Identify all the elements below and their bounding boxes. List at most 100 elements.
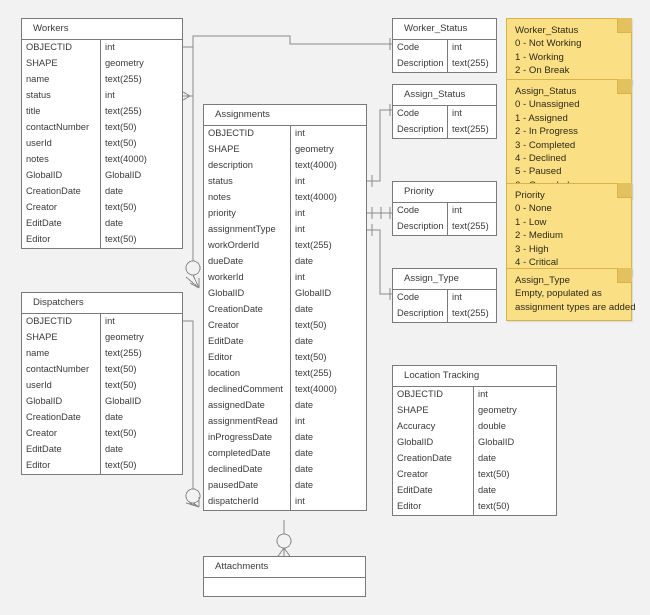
- field-name: location: [208, 369, 241, 379]
- field-name: SHAPE: [26, 333, 58, 343]
- note-line: 1 - Working: [515, 51, 564, 63]
- table-title-workers: Workers: [22, 19, 182, 40]
- field-name: CreationDate: [26, 187, 81, 197]
- field-type: text(50): [100, 426, 182, 442]
- field-type: date: [290, 462, 366, 478]
- field-type: date: [290, 254, 366, 270]
- field-name: notes: [26, 155, 49, 165]
- field-type: date: [473, 483, 556, 499]
- field-type: geometry: [100, 330, 182, 346]
- field-type: text(255): [290, 238, 366, 254]
- field-type: text(4000): [290, 190, 366, 206]
- field-type: text(255): [447, 219, 496, 235]
- field-name: name: [26, 75, 50, 85]
- field-type: date: [100, 410, 182, 426]
- field-type: text(255): [100, 104, 182, 120]
- field-type: date: [290, 334, 366, 350]
- table-title-priority: Priority: [393, 182, 496, 203]
- note-fold-icon: [617, 268, 632, 283]
- field-name: contactNumber: [26, 123, 90, 133]
- field-type: text(50): [100, 378, 182, 394]
- field-type: date: [290, 398, 366, 414]
- field-type: text(50): [100, 120, 182, 136]
- field-name: Editor: [26, 235, 51, 245]
- note-line: 4 - Critical: [515, 257, 559, 269]
- field-name: assignmentRead: [208, 417, 278, 427]
- field-type: date: [290, 430, 366, 446]
- field-type: text(50): [473, 467, 556, 483]
- table-title-assign-status: Assign_Status: [393, 85, 496, 106]
- note-fold-icon: [617, 79, 632, 94]
- field-type: int: [290, 494, 366, 510]
- field-name: notes: [208, 193, 231, 203]
- field-name: dueDate: [208, 257, 244, 267]
- field-name: Accuracy: [397, 422, 436, 432]
- field-name: CreationDate: [397, 454, 452, 464]
- field-type: text(50): [100, 458, 182, 474]
- field-name: assignedDate: [208, 401, 265, 411]
- field-name: Description: [397, 59, 444, 69]
- field-type: int: [290, 270, 366, 286]
- field-name: inProgressDate: [208, 433, 273, 443]
- note-title: Assign_Status: [515, 86, 577, 97]
- field-type: date: [100, 216, 182, 232]
- field-name: OBJECTID: [26, 43, 72, 53]
- field-name: Code: [397, 43, 420, 53]
- table-row: dueDate date: [204, 254, 366, 270]
- note-title: Assign_Type: [515, 275, 570, 286]
- field-name: GlobalID: [208, 289, 245, 299]
- field-name: name: [26, 349, 50, 359]
- note-line: Empty, populated as: [515, 288, 602, 300]
- field-type: text(4000): [100, 152, 182, 168]
- field-type: text(255): [100, 346, 182, 362]
- note-line: 2 - In Progress: [515, 126, 578, 138]
- note-title: Priority: [515, 190, 545, 201]
- field-type: text(50): [100, 136, 182, 152]
- table-attachments[interactable]: Attachments: [203, 556, 366, 597]
- table-title-assign-type: Assign_Type: [393, 269, 496, 290]
- field-name: Creator: [26, 203, 58, 213]
- table-row: assignedDate date: [204, 398, 366, 414]
- field-name: SHAPE: [397, 406, 429, 416]
- table-row: SHAPE geometry: [22, 330, 182, 346]
- field-name: CreationDate: [208, 305, 263, 315]
